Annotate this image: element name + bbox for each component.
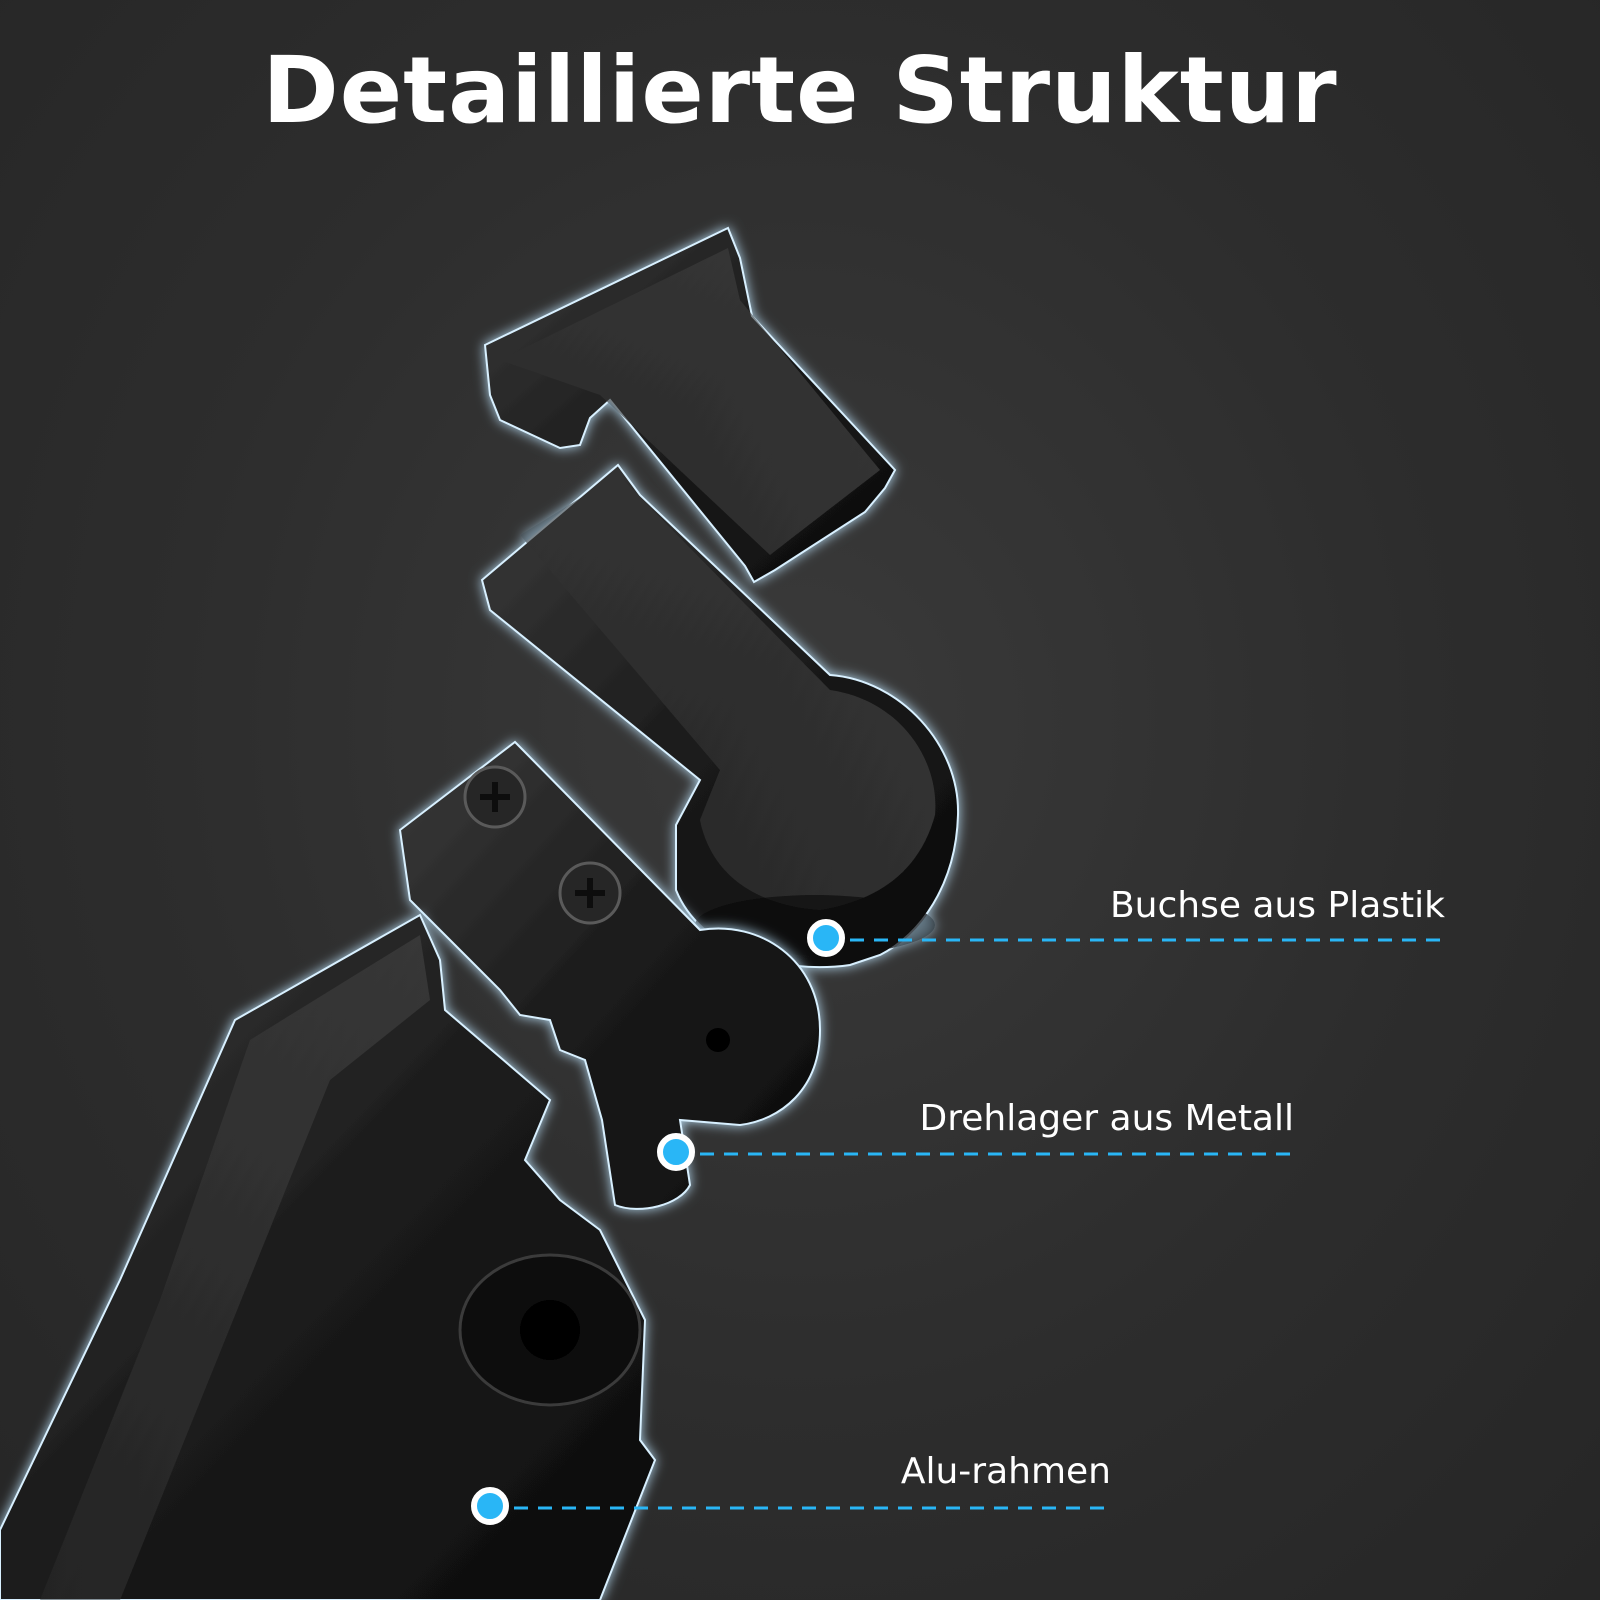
callout-dot-icon	[807, 919, 845, 957]
callout-buchse	[807, 919, 1445, 957]
metal-pivot-part	[398, 740, 822, 1210]
aluminium-frame-part	[0, 913, 657, 1600]
callout-alurahmen	[471, 1487, 1108, 1525]
top-cap-part	[483, 226, 897, 584]
callout-dot-icon	[471, 1487, 509, 1525]
callout-label-buchse: Buchse aus Plastik	[1109, 885, 1445, 926]
callout-drehlager	[657, 1133, 1295, 1171]
callout-dot-icon	[657, 1133, 695, 1171]
callout-label-alurahmen: Alu-rahmen	[900, 1451, 1111, 1492]
page-title: Detaillierte Struktur	[262, 37, 1338, 144]
callout-label-drehlager: Drehlager aus Metall	[919, 1098, 1294, 1139]
